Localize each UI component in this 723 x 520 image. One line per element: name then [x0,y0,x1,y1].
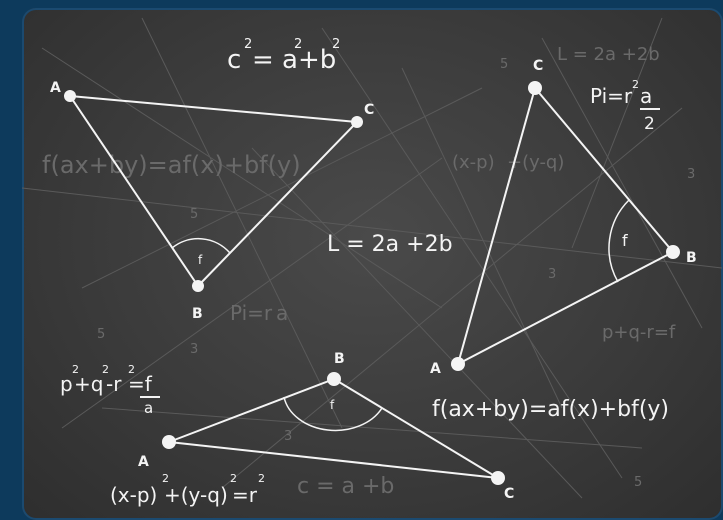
circle-part-a: (x-p) [110,483,157,507]
bg-number: 5 [97,327,105,342]
vertex-point [64,90,76,102]
chalkboard-drawing: f(ax+by)=af(x)+bf(y) (x-p) +(y-q) L = 2a… [22,17,723,507]
bg-pythagoras-text: c = a +b [297,474,394,499]
vertex-label-b: B [334,351,345,367]
vertex-label-b: B [192,306,203,322]
vertex-point [192,280,204,292]
pqr-formula: p 2 +q 2 -r 2 =f a [60,363,160,417]
bg-circle-text: (x-p) [452,152,495,173]
perimeter-formula: L = 2a +2b [327,232,453,257]
vertex-point [327,372,341,386]
angle-arc [171,237,231,254]
pqr-denominator: a [144,399,153,417]
pythagoras-a: = a [252,45,298,75]
vertex-label-c: C [364,102,374,118]
circle-exponent: 2 [258,472,265,485]
vertex-point [491,471,505,485]
angle-label: f [330,398,335,412]
angle-label: f [622,231,628,250]
vertex-point [528,81,542,95]
angle-label: f [198,253,203,267]
bg-pi-a: a [276,301,288,325]
bg-number: 3 [190,342,198,357]
angle-arc [283,396,383,432]
circle-exponent: 2 [162,472,169,485]
vertex-label-a: A [50,80,61,96]
bg-linear-text: f(ax+by)=af(x)+bf(y) [42,151,301,179]
pythagoras-exponent: 2 [294,37,302,52]
pythagoras-c: c [227,45,241,75]
bg-number: 3 [284,429,292,444]
angle-arc [608,199,630,283]
vertex-label-b: B [686,250,697,266]
vertex-label-c: C [533,58,543,74]
background-lines [22,17,723,499]
circle-part-c: =r [232,483,258,507]
bg-pi-text: Pi=r [230,301,273,325]
pi-formula: Pi=r 2 a 2 [590,78,660,134]
background-text: f(ax+by)=af(x)+bf(y) (x-p) +(y-q) L = 2a… [42,44,695,499]
pqr-f: =f [128,372,153,396]
pqr-p: p [60,372,73,396]
vertex-label-a: A [430,361,441,377]
pqr-r: -r [106,372,122,396]
vertex-label-a: A [138,454,149,470]
vertex-point [351,116,363,128]
pqr-exponent: 2 [102,363,109,376]
pi-text: Pi=r [590,84,633,108]
linear-formula: f(ax+by)=af(x)+bf(y) [432,397,669,422]
bg-pqr-text: p+q-r=f [602,322,676,343]
pythagoras-formula: c 2 = a 2 +b 2 [227,37,340,75]
circle-formula: (x-p) 2 +(y-q) 2 =r 2 [110,472,265,507]
pythagoras-b: +b [298,45,336,75]
pi-denominator: 2 [644,114,655,134]
bg-number: 5 [500,57,508,72]
vertex-point [162,435,176,449]
triangle-left: A C B f [50,80,374,322]
pqr-q: +q [74,372,103,396]
vertex-point [666,245,680,259]
triangle-right: C A B f [430,58,697,377]
bg-number: 3 [687,167,695,182]
bg-circle-text-b: +(y-q) [507,152,564,173]
pqr-exponent: 2 [72,363,79,376]
bg-perimeter-text: L = 2a +2b [557,44,660,65]
bg-number: 5 [634,475,642,490]
pi-numerator: a [640,84,652,108]
bg-number: 5 [190,207,198,222]
vertex-point [451,357,465,371]
circle-part-b: +(y-q) [164,483,228,507]
chalkboard: f(ax+by)=af(x)+bf(y) (x-p) +(y-q) L = 2a… [22,8,723,520]
bg-number: 3 [548,267,556,282]
pqr-exponent: 2 [128,363,135,376]
triangle-bottom: A B C f [138,351,514,502]
vertex-label-c: C [504,486,514,502]
pythagoras-exponent: 2 [332,37,340,52]
pythagoras-exponent: 2 [244,37,252,52]
pi-exponent: 2 [632,78,639,91]
circle-exponent: 2 [230,472,237,485]
